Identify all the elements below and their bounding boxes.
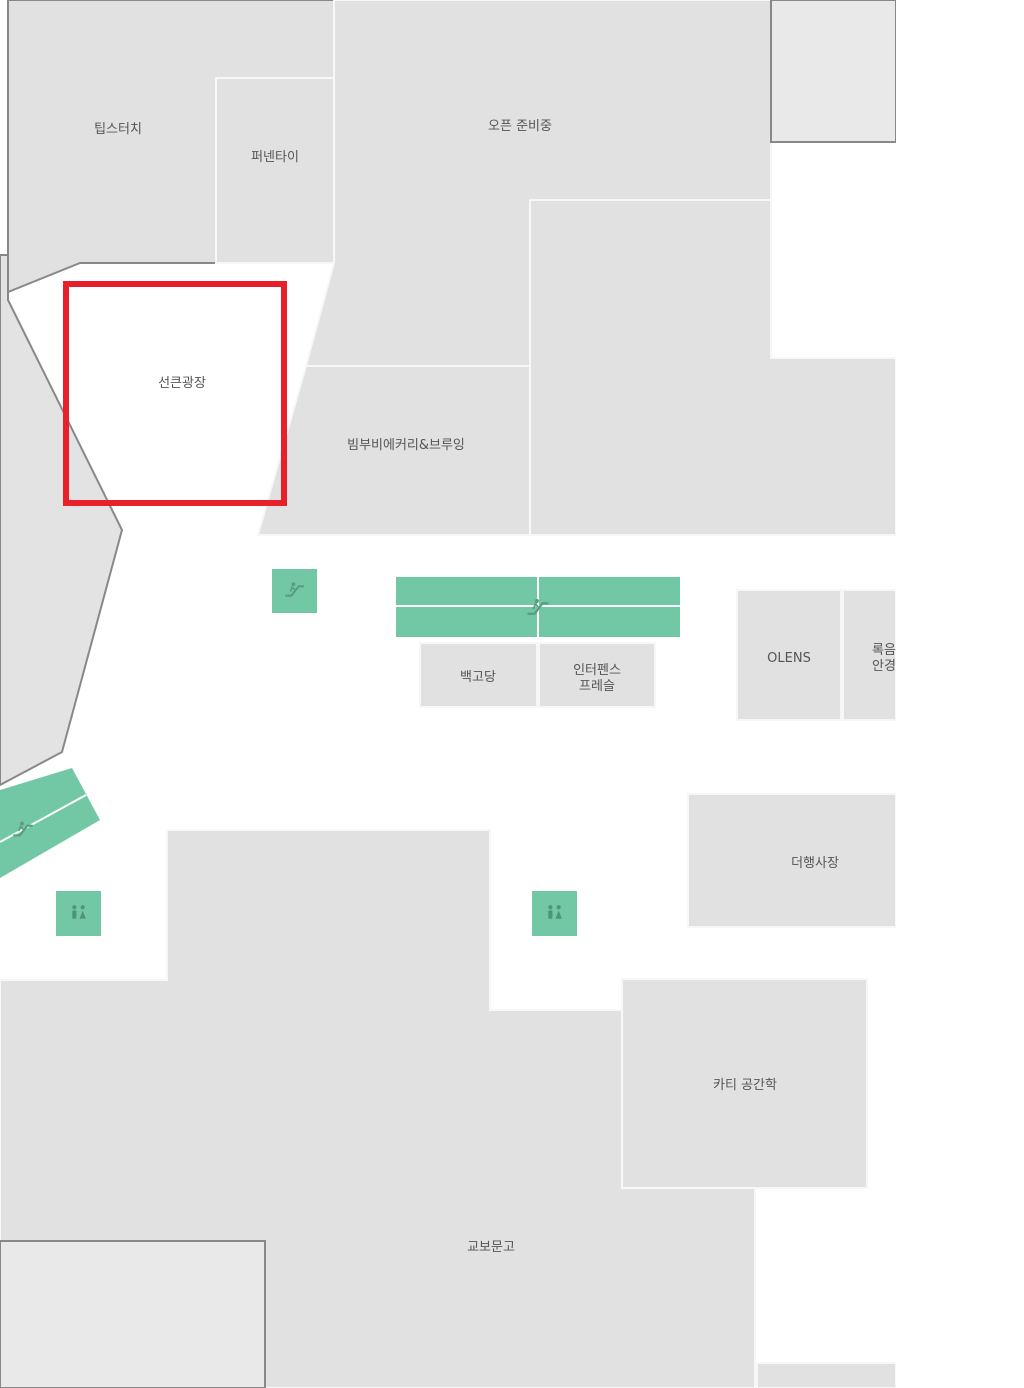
restroom-right[interactable] [532, 891, 577, 936]
store-interpark-premium[interactable] [538, 642, 656, 708]
store-bottom-left[interactable] [0, 1240, 266, 1388]
store-olens[interactable] [736, 589, 842, 721]
store-fun-tie[interactable] [215, 77, 335, 264]
store-deohaengsajang[interactable] [687, 793, 897, 928]
store-right-block[interactable] [529, 199, 897, 536]
label-olens: OLENS [767, 651, 811, 666]
label-tips-touch: 팁스터치 [94, 122, 142, 137]
label-sunken-plaza: 선큰광장 [158, 376, 206, 391]
store-bottom-right[interactable] [756, 1362, 897, 1388]
label-fun-tie: 퍼넨타이 [251, 150, 299, 165]
store-kyobo[interactable] [0, 829, 756, 1388]
store-kati-space[interactable] [621, 978, 868, 1189]
label-open-jun: 오픈 준비중 [488, 119, 552, 134]
label-partial-right-line1: 록음 [872, 643, 896, 658]
sunken-plaza-highlight[interactable] [63, 281, 287, 506]
label-interpark-line1: 인터펜스 [573, 663, 621, 678]
store-bimbubi[interactable] [256, 365, 531, 536]
label-bimbubi: 빔부비에커리&브루잉 [347, 438, 465, 453]
label-kati-space: 카티 공간학 [713, 1078, 777, 1093]
store-baekgodang[interactable] [419, 642, 538, 708]
right-margin [896, 0, 1024, 1388]
label-kyobo: 교보문고 [467, 1240, 515, 1255]
store-partial-right[interactable] [842, 589, 897, 721]
store-top-right[interactable] [770, 0, 897, 143]
restroom-left[interactable] [56, 891, 101, 936]
left-area [0, 254, 124, 787]
label-baekgodang: 백고당 [460, 670, 496, 685]
label-deohaengsajang: 더행사장 [791, 855, 839, 871]
label-interpark-line2: 프레슬 [579, 679, 615, 694]
label-partial-right-line2: 안경 [872, 659, 896, 674]
escalator-diagonal[interactable] [0, 768, 100, 878]
